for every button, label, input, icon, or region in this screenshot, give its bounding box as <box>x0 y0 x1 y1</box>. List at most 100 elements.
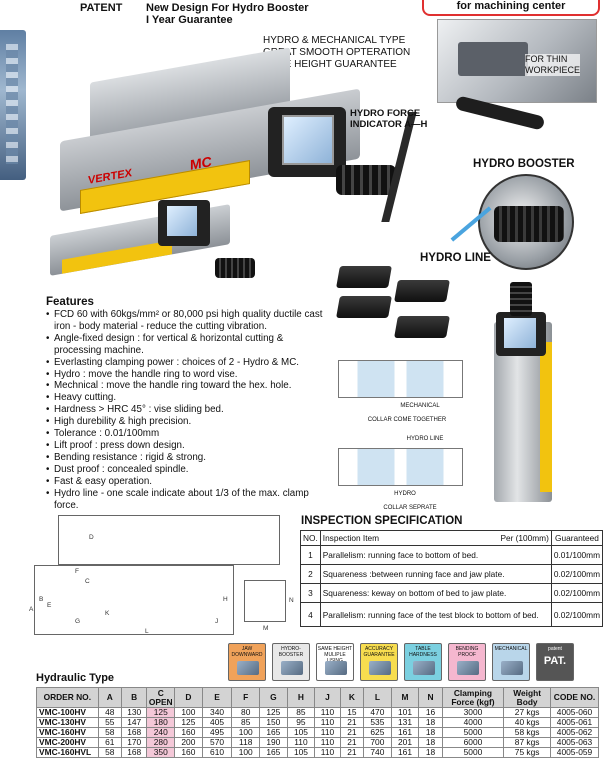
table-cell: 170 <box>120 737 148 748</box>
col-item: Inspection Item Per (100mm) <box>319 530 552 546</box>
callout-line: SAME HEIGHT GUARANTEE <box>263 59 397 70</box>
column-header: F <box>231 687 261 708</box>
dim-label: K <box>105 610 110 617</box>
feature-item-cont: force. <box>54 499 79 511</box>
collar-together-label: COLLAR COME TOGETHER <box>367 417 447 423</box>
table-cell: 5000 <box>441 747 505 758</box>
dim-label: H <box>223 596 228 603</box>
table-cell: 5000 <box>441 727 505 738</box>
table-cell: 58 <box>97 727 122 738</box>
title-line-2: I Year Guarantee <box>146 14 233 26</box>
row-no: 1 <box>300 545 321 565</box>
inspection-table: NO. Inspection Item Per (100mm) Guarante… <box>300 530 604 627</box>
table-cell: 740 <box>363 747 392 758</box>
column-header: L <box>363 687 392 708</box>
table-cell: 21 <box>339 747 365 758</box>
mechanical-label: MECHANICAL <box>400 403 440 409</box>
table-cell: 168 <box>120 747 148 758</box>
row-no: 4 <box>300 602 321 627</box>
table-cell: 61 <box>97 737 122 748</box>
jaw-block <box>336 266 392 288</box>
machining-center-banner: for machining center <box>422 0 600 16</box>
jaw-block <box>394 280 450 302</box>
table-header-row: NO. Inspection Item Per (100mm) Guarante… <box>300 530 604 546</box>
table-cell: 18 <box>418 737 443 748</box>
column-header: C OPEN <box>146 687 176 708</box>
icon-label: BENDING PROOF <box>455 646 479 658</box>
table-cell: 201 <box>390 737 420 748</box>
table-cell: 4005-060 <box>550 707 599 718</box>
table-cell: 350 <box>146 747 176 758</box>
table-cell: 21 <box>339 727 365 738</box>
table-cell: 40 kgs <box>503 717 551 728</box>
feature-item: Hardness > HRC 45° : vise sliding bed. <box>46 404 341 416</box>
dim-label: B <box>39 596 44 603</box>
table-cell: 4005-062 <box>550 727 599 738</box>
icon-label: MECHANICAL <box>494 646 528 652</box>
table-cell: 161 <box>390 747 420 758</box>
table-cell: 168 <box>120 727 148 738</box>
table-row: 1 Parallelism: running face to bottom of… <box>300 545 604 565</box>
icon-label: TABLE HARDNESS <box>409 646 437 658</box>
column-header: N <box>418 687 443 708</box>
icon-picture <box>413 661 435 675</box>
table-cell: 100 <box>231 747 261 758</box>
column-header: G <box>259 687 288 708</box>
icon-picture <box>501 661 523 675</box>
banner-text: for machining center <box>456 0 566 12</box>
feature-item: FCD 60 with 60kgs/mm² or 80,000 psi high… <box>46 309 341 321</box>
small-vise-gauge <box>158 200 210 246</box>
mechanical-diagram <box>338 360 463 398</box>
callout-line: INDICATOR A—H <box>350 119 428 130</box>
table-cell: 105 <box>286 747 316 758</box>
hydraulic-type-title: Hydraulic Type <box>36 672 115 684</box>
table-cell: 21 <box>339 717 365 728</box>
column-header: Clamping Force (kgf) <box>441 687 505 708</box>
row-no: 2 <box>300 564 321 584</box>
feature-item: Lift proof : press down design. <box>46 440 341 452</box>
table-row: 3 Squareness: keway on bottom of bed to … <box>300 583 604 603</box>
table-cell: 85 <box>286 707 316 718</box>
table-cell: 470 <box>363 707 392 718</box>
patent-label: PATENT <box>80 2 123 14</box>
row-item: Parallelism: running face to bottom of b… <box>319 545 552 565</box>
icon-picture <box>281 661 303 675</box>
table-cell: 200 <box>174 737 203 748</box>
column-header: ORDER NO. <box>36 687 99 708</box>
table-cell: 165 <box>259 727 288 738</box>
feature-item: High durebility & high precision. <box>46 416 341 428</box>
jaw-block <box>336 296 392 318</box>
feature-item-cont: iron - body material - reduce the cuttin… <box>54 320 267 332</box>
table-cell: 16 <box>418 707 443 718</box>
force-indicator-callout: HYDRO FORCE INDICATOR A—H <box>350 108 427 130</box>
table-cell: 18 <box>418 717 443 728</box>
column-header: E <box>201 687 233 708</box>
table-cell: 700 <box>363 737 392 748</box>
features-list: FCD 60 with 60kgs/mm² or 80,000 psi high… <box>46 309 341 511</box>
dim-label: M <box>263 625 269 632</box>
model-cell: VMC-160HV <box>36 727 99 738</box>
table-cell: 610 <box>201 747 233 758</box>
col-per: Per (100mm) <box>500 533 549 543</box>
table-cell: 535 <box>363 717 392 728</box>
table-cell: 110 <box>314 707 341 718</box>
table-cell: 180 <box>146 717 176 728</box>
table-cell: 160 <box>174 747 203 758</box>
column-header: H <box>286 687 316 708</box>
table-cell: 100 <box>231 727 261 738</box>
feature-item: Hydro : move the handle ring to word vis… <box>46 369 341 381</box>
bending-proof-icon: BENDING PROOF <box>448 643 486 681</box>
feature-item: Fast & easy operation. <box>46 476 341 488</box>
table-cell: 110 <box>314 727 341 738</box>
feature-item: Dust proof : concealed spindle. <box>46 464 341 476</box>
table-cell: 87 kgs <box>503 737 551 748</box>
row-item: Squareness: keway on bottom of bed to ja… <box>319 583 552 603</box>
page-title: New Design For Hydro Booster I Year Guar… <box>146 2 309 26</box>
table-cell: 4005-063 <box>550 737 599 748</box>
icon-picture <box>325 661 347 675</box>
vertical-vise-gauge <box>496 312 546 356</box>
